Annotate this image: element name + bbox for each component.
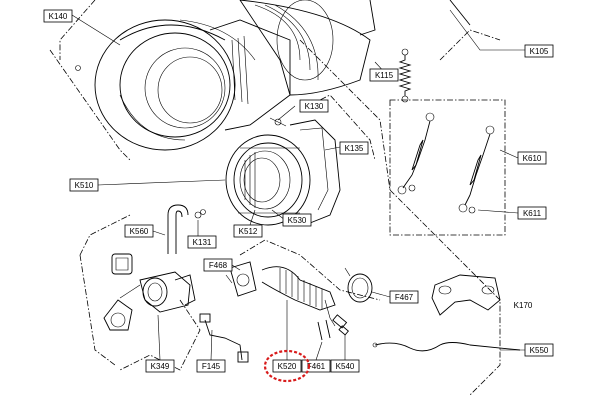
part-label-f145-text: F145 [202, 362, 221, 371]
part-label-k131: K131 [187, 235, 217, 249]
part-label-f145: F145 [196, 359, 226, 373]
part-label-k611-text: K611 [523, 209, 542, 218]
part-label-k510: K510 [69, 178, 99, 192]
highlight-circle [263, 349, 311, 383]
part-label-k540: K540 [330, 359, 360, 373]
part-label-k530: K530 [282, 213, 312, 227]
part-label-k512-text: K512 [239, 227, 258, 236]
part-label-k130-text: K130 [305, 102, 324, 111]
part-label-k349: K349 [145, 359, 175, 373]
gasket-clamp [269, 117, 341, 226]
suspension-spring [398, 48, 412, 103]
front-tub [94, 19, 291, 151]
part-label-k135-text: K135 [345, 144, 364, 153]
part-label-k105-text: K105 [530, 47, 549, 56]
part-label-k550-text: K550 [530, 346, 549, 355]
drain-pipe-j [167, 204, 202, 254]
part-label-k611: K611 [517, 206, 547, 220]
part-label-k530-text: K530 [288, 216, 307, 225]
part-label-k115-text: K115 [375, 71, 394, 80]
drain-pump [103, 253, 196, 331]
drain-hose-corrugated [261, 266, 336, 327]
part-label-k610-text: K610 [523, 154, 542, 163]
part-label-f467: F467 [389, 290, 419, 304]
part-label-k610: K610 [517, 151, 547, 165]
part-label-k550: K550 [524, 343, 554, 357]
counterweight [431, 274, 501, 316]
cabinet-outline [49, 0, 506, 396]
leader-lines [71, 9, 525, 361]
part-label-k510-text: K510 [75, 181, 94, 190]
part-label-k135: K135 [339, 141, 369, 155]
part-label-k520-text: K520 [278, 362, 297, 371]
part-label-k540-text: K540 [336, 362, 355, 371]
part-label-k105: K105 [524, 44, 554, 58]
part-label-f461-text: F461 [307, 362, 326, 371]
hose-clamp [344, 267, 373, 303]
hose-fittings [317, 314, 349, 341]
part-label-k131-text: K131 [193, 238, 212, 247]
part-label-k560-text: K560 [130, 227, 149, 236]
part-label-k140-text: K140 [49, 12, 68, 21]
part-label-k170-text: K170 [514, 301, 533, 310]
shock-absorber-left [397, 112, 435, 195]
part-label-k349-text: K349 [151, 362, 170, 371]
part-label-k512: K512 [233, 224, 263, 238]
part-label-k115: K115 [369, 68, 399, 82]
part-label-k170: K170 [514, 301, 533, 310]
part-label-k520: K520 [272, 359, 302, 373]
part-label-k560: K560 [124, 224, 154, 238]
part-label-f467-text: F467 [395, 293, 414, 302]
part-label-f461: F461 [301, 359, 331, 373]
pressure-sensor-wire [199, 313, 249, 363]
wire-harness [372, 342, 521, 352]
door-gasket [225, 134, 311, 226]
tub-rear [239, 0, 471, 96]
part-label-f468-text: F468 [209, 261, 228, 270]
part-label-k140: K140 [43, 9, 73, 23]
screws [75, 65, 206, 215]
part-label-k130: K130 [299, 99, 329, 113]
shock-absorber-right [458, 125, 495, 214]
part-label-f468: F468 [203, 258, 233, 272]
drain-valve [225, 261, 257, 297]
